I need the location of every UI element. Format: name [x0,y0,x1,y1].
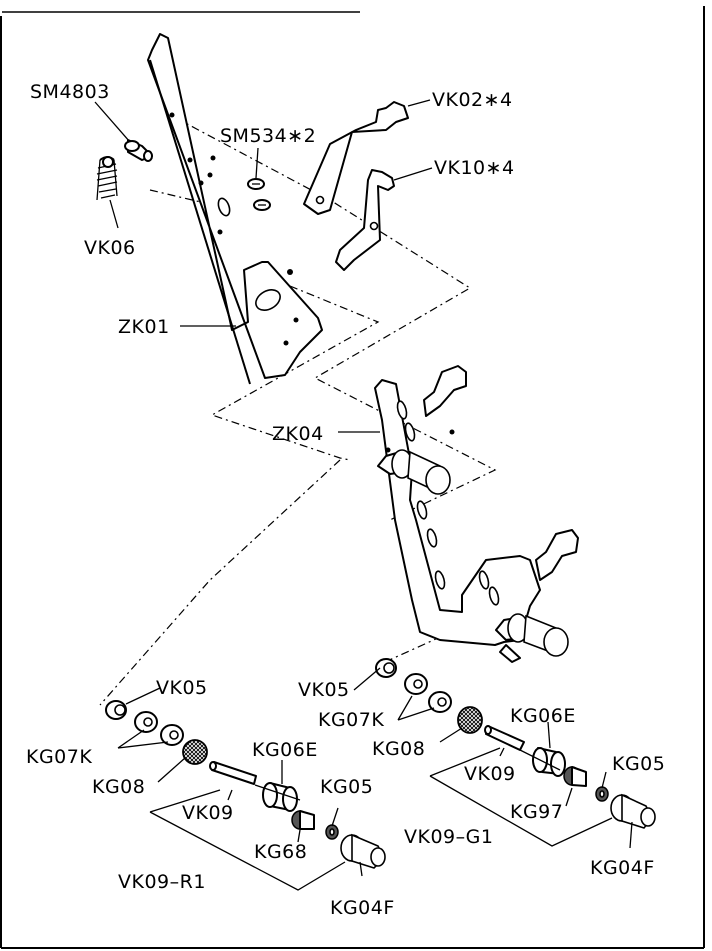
zk04-lower-tension-knob [495,613,569,663]
plate-zk01 [147,33,323,385]
label-zk01: ZK01 [118,316,170,338]
label-kg08-left: KG08 [92,776,145,798]
label-vk09-r1: VK09–R1 [118,871,206,893]
kg06e-left-sleeve [262,782,298,812]
kg05-left-ring [325,824,339,840]
right-tension-set [375,658,656,847]
kg06e-right-sleeve [532,747,566,777]
kg04f-right-knob [610,793,656,829]
vk09-left-stud [209,761,257,785]
label-vk09-left: VK09 [182,802,234,824]
vk05-left-part [105,700,127,720]
label-vk09-g1: VK09–G1 [404,826,493,848]
label-vk09-right: VK09 [464,763,516,785]
part-sm4803 [124,139,153,162]
diagram-frame [0,6,705,949]
kg04f-left-knob [340,833,386,869]
vk05-right-part [375,658,397,678]
label-vk06: VK06 [84,237,136,259]
label-kg05-right: KG05 [612,753,665,775]
kg97-part [563,766,587,787]
label-vk02: VK02∗4 [432,89,513,111]
label-kg07k-left: KG07K [26,746,92,768]
label-kg08-right: KG08 [372,738,425,760]
kg08-right-disc [457,706,483,734]
assembly-zk04 [374,365,579,663]
label-kg07k-right: KG07K [318,709,384,731]
label-vk05-right: VK05 [298,679,350,701]
screws-sm534 [247,178,271,211]
label-kg06e-left: KG06E [252,739,318,761]
vk09-right-stud [484,725,525,751]
label-vk05-left: VK05 [156,677,208,699]
label-sm534: SM534∗2 [220,125,316,147]
kg05-right-ring [595,786,609,802]
label-kg05-left: KG05 [320,776,373,798]
kg68-part [291,810,315,830]
label-kg06e-right: KG06E [510,705,576,727]
label-sm4803: SM4803 [30,81,110,103]
kg07k-left-discs [134,711,184,746]
label-zk04: ZK04 [272,423,324,445]
assembly-guide-lines [99,117,501,706]
part-labels: SM4803 VK06 SM534∗2 VK02∗4 VK10∗4 ZK01 Z… [26,81,665,919]
zk04-upper-tension-knob [377,449,451,495]
label-kg97: KG97 [510,801,563,823]
kg07k-right-discs [404,673,452,713]
bracket-vk02 [303,101,409,215]
label-kg04f-right: KG04F [590,857,655,879]
label-vk10: VK10∗4 [434,157,515,179]
label-kg04f-left: KG04F [330,897,395,919]
bracket-vk10 [335,169,395,271]
label-leaders [94,99,633,877]
left-tension-set [105,700,386,891]
label-kg68: KG68 [254,841,307,863]
spring-vk06 [96,156,118,201]
kg08-left-disc [182,739,208,765]
